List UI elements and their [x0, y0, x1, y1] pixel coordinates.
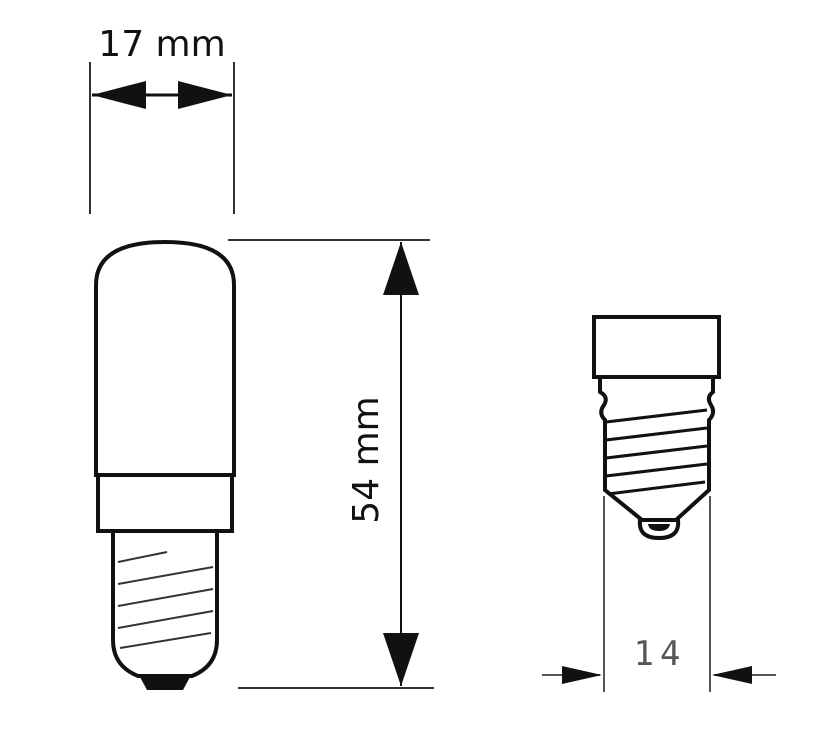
bulb-threads — [117, 551, 214, 649]
base-thread-shell — [598, 377, 716, 522]
bulb-glass — [94, 239, 236, 477]
base-threads — [605, 408, 708, 496]
base-contact-tip-inner — [648, 524, 670, 531]
base-cap — [592, 315, 721, 379]
base-arrow-left — [562, 666, 602, 684]
height-label: 54 mm — [346, 396, 387, 523]
base-arrow-right — [712, 666, 752, 684]
bulb-drawing — [94, 239, 236, 690]
base-contact-tip — [637, 518, 681, 541]
bulb-screw-base — [111, 531, 219, 678]
width-dimension: 17 mm — [89, 24, 235, 214]
bulb-contact-tip — [140, 677, 190, 690]
height-dimension: 54 mm — [228, 239, 434, 689]
bulb-collar — [96, 473, 234, 533]
base-diameter-label: 14 — [634, 634, 687, 674]
width-arrow-left — [92, 81, 146, 109]
width-arrow-right — [178, 81, 232, 109]
base-diameter-dimension: 14 — [542, 496, 776, 692]
height-arrow-top — [383, 242, 419, 295]
width-label: 17 mm — [98, 24, 225, 65]
height-arrow-bottom — [383, 633, 419, 686]
base-drawing — [592, 315, 721, 541]
